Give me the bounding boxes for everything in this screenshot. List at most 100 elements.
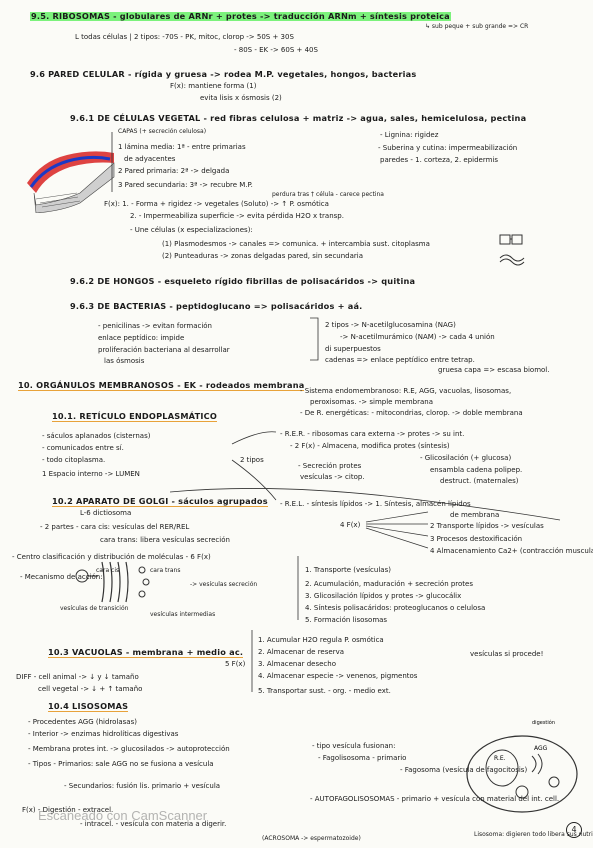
note-line: paredes - 1. corteza, 2. epidermis [380,156,499,164]
note-line: - R.E.L. - síntesis lípidos -> 1. Síntes… [280,500,471,508]
note-line: di superpuestos [325,345,381,353]
note-line: 4 Almacenamiento Ca2+ (contracción muscu… [430,547,593,555]
note-line: - Procedentes AGG (hidrolasas) [28,718,137,726]
note-line: ↳ sub peque + sub grande => CR [425,23,529,30]
note-line: (ACROSOMA -> espermatozoide) [262,835,361,842]
note-line: - tipo vesícula fusionan: [312,742,396,750]
golgi-sketch [75,561,150,603]
note-line: 2. Almacenar de reserva [258,648,344,656]
note-line: 1. Acumular H2O regula P. osmótica [258,636,384,644]
note-line: -> vesículas secreción [190,581,258,588]
note-line: - Secundarios: fusión lis. primario + ve… [64,782,221,790]
note-line: evita lisis x ósmosis (2) [200,94,282,102]
note-line: 5. Transportar sust. - org. - medio ext. [258,687,391,695]
note-line: - Membrana protes int. -> glucosilados -… [28,745,230,753]
note-line: -> N-acetilmurámico (NAM) -> cada 4 unió… [340,333,495,341]
note-line: 10.3 VACUOLAS - membrana + medio ac. [48,647,244,658]
note-line: vesículas de transición [60,605,129,612]
note-line: - AUTOFAGOLISOSOMAS - primario + vesícul… [310,795,560,803]
note-line: - Mecanismo de acción: [20,573,103,581]
note-line: cell vegetal -> ↓ + ↑ tamaño [38,685,143,693]
note-line: cadenas => enlace peptídico entre tetrap… [325,356,475,364]
note-line: 3. Almacenar desecho [258,660,337,668]
note-line: - 80S - EK -> 60S + 40S [234,46,318,54]
note-line: 5. Formación lisosomas [305,616,388,624]
svg-text:AGG: AGG [534,745,548,752]
note-line: 1. Transporte (vesículas) [305,566,391,574]
note-line: 9.5. RIBOSOMAS - globulares de ARNr + pr… [30,11,451,21]
note-line: 2 Pared primaria: 2ª -> delgada [118,167,230,175]
lysosome-cell-sketch: R.E. AGG digestión [466,719,578,813]
note-line: 2. - Impermeabiliza superficie -> evita … [130,212,344,220]
note-line: - Secreción protes [298,462,362,470]
note-line: 3. Glicosilación lípidos y protes -> glu… [305,592,462,600]
note-line: proliferación bacteriana al desarrollar [98,346,230,354]
note-line: 1 lámina media: 1ª - entre primarias [118,143,246,151]
note-line: enlace peptídico: impide [98,334,185,342]
note-line: - sáculos aplanados (cisternas) [42,432,151,440]
note-line: 3 Procesos destoxificación [430,535,523,543]
note-line: Lisosoma: digieren todo libera sus nutri… [474,831,593,838]
note-line: - Suberina y cutina: impermeabilización [378,144,518,152]
note-line: DIFF - cell animal -> ↓ y ↓ tamaño [16,673,139,681]
note-line: peroxisomas. -> simple membrana [310,398,433,406]
note-line: - Interior -> enzimas hidrolíticas diges… [28,730,179,738]
note-line: 2 tipos [240,456,264,464]
note-line: de membrana [450,511,500,519]
note-line: F(x): 1. - Forma + rigidez -> vegetales … [104,200,329,208]
note-line: las ósmosis [104,357,145,365]
note-line: 10.1. RETÍCULO ENDOPLASMÁTICO [52,411,217,422]
page-number: 4 [566,822,582,838]
note-line: - Lignina: rigidez [380,131,439,139]
note-line: - Glicosilación (+ glucosa) [420,454,512,462]
note-line: 9.6.1 DE CÉLULAS VEGETAL - red fibras ce… [70,113,527,123]
note-line: 4 F(x) [340,521,361,529]
note-line: - penicilinas -> evitan formación [98,322,212,330]
note-line: 1 Espacio interno -> LUMEN [42,470,140,478]
note-line: - Fagolisosoma - primario [318,754,407,762]
note-line: gruesa capa => escasa biomol. [438,366,550,374]
note-line: 4. Almacenar especie -> venenos, pigment… [258,672,418,680]
note-line: 10.2 APARATO DE GOLGI - sáculos agrupado… [52,496,268,507]
note-line: - comunicados entre sí. [42,444,124,452]
note-line: F(x): mantiene forma (1) [170,82,257,90]
svg-text:R.E.: R.E. [494,755,506,762]
note-line: L todas células | 2 tipos: -70S - PK, mi… [75,33,294,41]
note-line: CAPAS (+ secreción celulosa) [118,128,207,135]
note-line: 2. Acumulación, maduración + secreción p… [305,580,474,588]
note-line: cara cis [96,567,120,574]
note-line: 4. Síntesis polisacáridos: proteoglucano… [305,604,486,612]
note-line: - Fagosoma (vesícula de fagocitosis) [400,766,528,774]
note-line: ensambla cadena polipep. [430,466,523,474]
note-line: perdura tras † célula - carece pectina [272,191,384,198]
note-line: vesículas intermedias [150,611,216,618]
note-line: 10.4 LISOSOMAS [48,701,129,712]
note-line: L-6 dictiosoma [80,509,132,517]
note-line: - Sistema endomembranoso: R.E, AGG, vacu… [300,387,512,395]
note-line: 9.6.3 DE BACTERIAS - peptidoglucano => p… [70,301,363,311]
note-line: 9.6.2 DE HONGOS - esqueleto rígido fibri… [70,276,416,286]
svg-text:digestión: digestión [532,719,555,726]
note-line: - Tipos - Primarios: sale AGG no se fusi… [28,760,214,768]
scanner-watermark: Escaneado con CamScanner [38,808,208,823]
note-line: F(x) - Digestión - extracel. [22,806,114,814]
note-line: - 2 partes - cara cis: vesículas del RER… [40,523,190,531]
note-line: 2 tipos -> N-acetilglucosamina (NAG) [325,321,456,329]
note-line: 9.6 PARED CELULAR - rígida y gruesa -> r… [30,69,417,79]
plasmodesmata-sketch [499,234,525,266]
note-line: 2 Transporte lípidos -> vesículas [430,522,544,530]
note-line: - 2 F(x) - Almacena, modifica protes (sí… [290,442,450,450]
note-line: 3 Pared secundaria: 3ª -> recubre M.P. [118,181,253,189]
note-line: - todo citoplasma. [42,456,106,464]
note-line: - intracel. - vesícula con materia a dig… [80,820,227,828]
note-line: destruct. (maternales) [440,477,519,485]
note-line: de adyacentes [124,155,176,163]
note-line: - De R. energéticas: - mitocondrias, clo… [300,409,523,417]
note-line: (2) Punteaduras -> zonas delgadas pared,… [162,252,364,260]
cell-wall-drawing [27,151,115,213]
note-line: - R.E.R. - ribosomas cara externa -> pro… [280,430,465,438]
note-line: - Une células (x especializaciones): [130,226,253,234]
note-line: cara trans: libera vesículas secreción [100,536,230,544]
